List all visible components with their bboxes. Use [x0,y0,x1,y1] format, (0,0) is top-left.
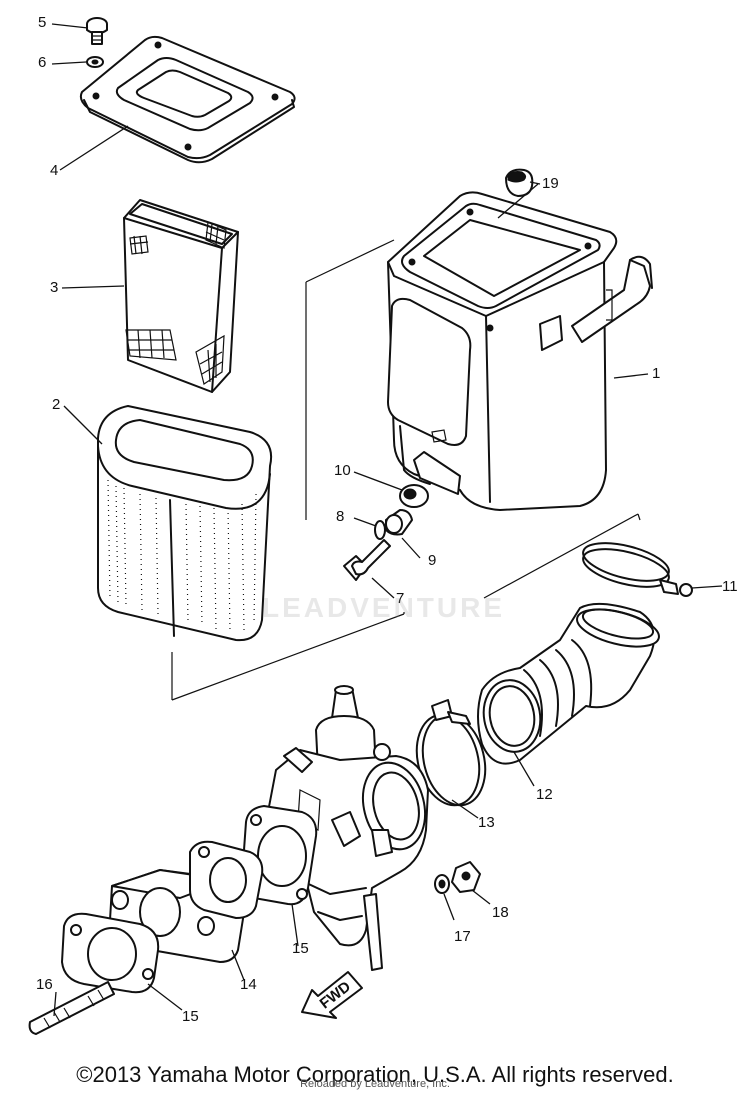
carburetor [267,685,429,971]
label-part-9: 9 [428,552,437,569]
label-part-11: 11 [722,578,738,595]
element-guide [123,199,239,393]
air-cleaner-case [387,191,653,511]
label-part-10: 10 [334,462,351,479]
screw [86,17,108,45]
reloaded-note: Reloaded by Leadventure, Inc. [300,1078,450,1090]
watermark: LEADVENTURE [262,592,506,623]
hex-bolt [343,539,391,581]
washer [86,56,104,68]
label-part-19: 19 [542,175,559,192]
label-part-2: 2 [52,396,61,413]
label-part-5: 5 [38,14,47,31]
rubber-cap [505,168,534,197]
label-layer: 5 6 4 3 2 19 1 10 8 9 7 11 12 13 14 15 1… [36,14,738,1025]
forward-arrow: FWD [301,971,363,1019]
gasket-lower [61,912,160,994]
air-filter-element [97,405,272,642]
spring-washer [434,874,450,894]
label-part-1: 1 [652,365,661,382]
stud-bolt [28,981,115,1035]
label-part-16: 16 [36,976,53,993]
collar [385,509,413,536]
label-part-18: 18 [492,904,509,921]
leader-lines [51,23,723,1017]
gasket-middle [189,840,264,919]
exploded-parts-diagram: FWD [28,17,723,1035]
label-part-3: 3 [50,279,59,296]
label-part-15-upper: 15 [292,940,309,957]
intake-joint-hose [477,602,660,765]
plain-washer [374,520,386,540]
label-part-7: 7 [396,590,405,607]
label-part-15-lower: 15 [182,1008,199,1025]
label-part-6: 6 [38,54,47,71]
hose-clamp-upper [582,542,693,597]
label-part-8: 8 [336,508,345,525]
label-part-13: 13 [478,814,495,831]
assembly-outline [171,239,641,701]
grommet [399,484,429,508]
hex-nut [451,861,481,893]
copyright-notice: ©2013 Yamaha Motor Corporation, U.S.A. A… [76,1062,674,1087]
label-part-14: 14 [240,976,257,993]
label-part-12: 12 [536,786,553,803]
air-cleaner-cap [79,35,296,164]
label-part-17: 17 [454,928,471,945]
label-part-4: 4 [50,162,59,179]
